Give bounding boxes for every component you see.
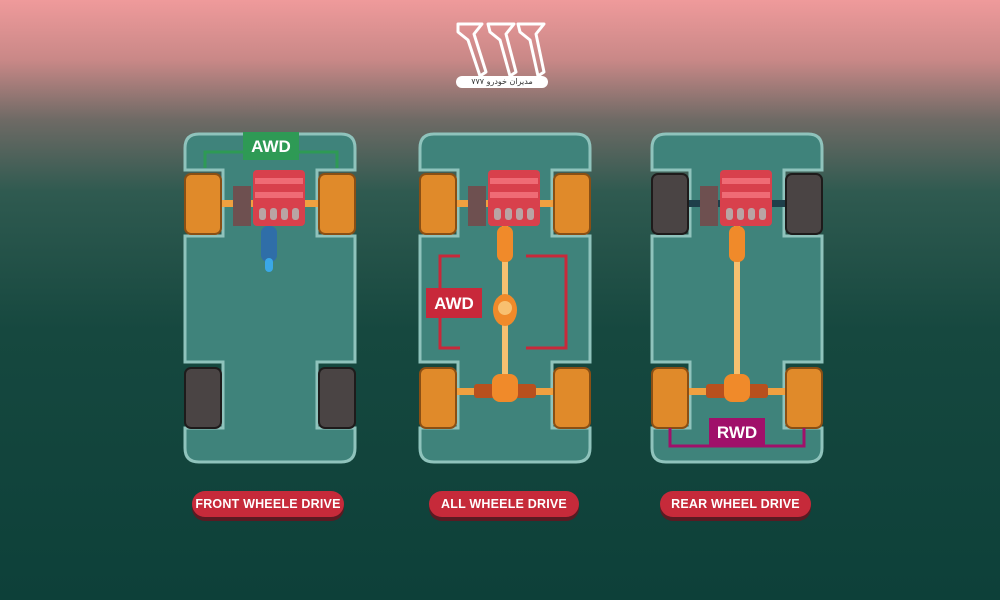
- awd-badge: [243, 132, 299, 160]
- awd-bracket-right: [526, 254, 568, 350]
- transmission: [233, 186, 251, 226]
- label-rear-wheel-drive: REAR WHEEL DRIVE: [660, 491, 811, 517]
- rear-left-tire: [651, 367, 689, 429]
- awd-badge-text: AWD: [251, 137, 291, 156]
- rear-right-tire: [318, 367, 356, 429]
- rear-differential: [492, 374, 518, 402]
- label-all-wheel-drive: ALL WHEELE DRIVE: [429, 491, 579, 517]
- rear-differential: [724, 374, 750, 402]
- rear-left-tire: [419, 367, 457, 429]
- transmission: [468, 186, 486, 226]
- rear-left-tire: [184, 367, 222, 429]
- front-right-tire: [318, 173, 356, 235]
- front-right-tire: [553, 173, 591, 235]
- 777-logo-icon: [456, 22, 546, 78]
- chassis: [183, 132, 357, 464]
- logo-tagline: مدیران خودرو ۷۷۷: [456, 76, 548, 88]
- front-left-tire: [651, 173, 689, 235]
- front-left-tire: [419, 173, 457, 235]
- front-left-tire: [184, 173, 222, 235]
- exhaust: [261, 226, 277, 262]
- label-front-wheel-drive: FRONT WHEELE DRIVE: [192, 491, 344, 517]
- front-right-tire: [785, 173, 823, 235]
- rwd-badge: [709, 418, 765, 446]
- rear-right-tire: [553, 367, 591, 429]
- panel-rear-wheel-drive: RWD: [648, 130, 826, 466]
- driveshaft: [734, 226, 740, 386]
- awd-badge: [426, 288, 482, 318]
- panel-all-wheel-drive: AWD: [416, 130, 594, 466]
- rear-right-tire: [785, 367, 823, 429]
- rwd-badge-text: RWD: [717, 423, 757, 442]
- transmission: [700, 186, 718, 226]
- panel-front-wheel-drive: AWD: [181, 130, 359, 466]
- awd-badge-text: AWD: [434, 294, 474, 313]
